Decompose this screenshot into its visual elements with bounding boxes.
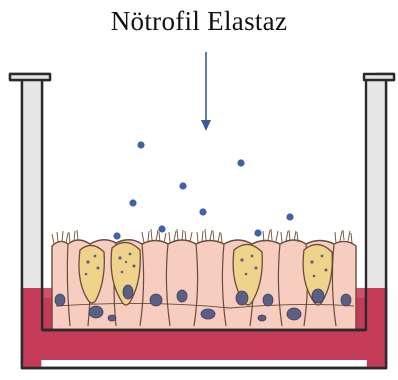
- elastase-particles: [113, 141, 293, 239]
- application-arrow: [201, 52, 211, 131]
- medium-right-edge: [367, 288, 386, 367]
- medium-left-edge: [23, 288, 42, 367]
- epithelial-layer: [52, 229, 356, 330]
